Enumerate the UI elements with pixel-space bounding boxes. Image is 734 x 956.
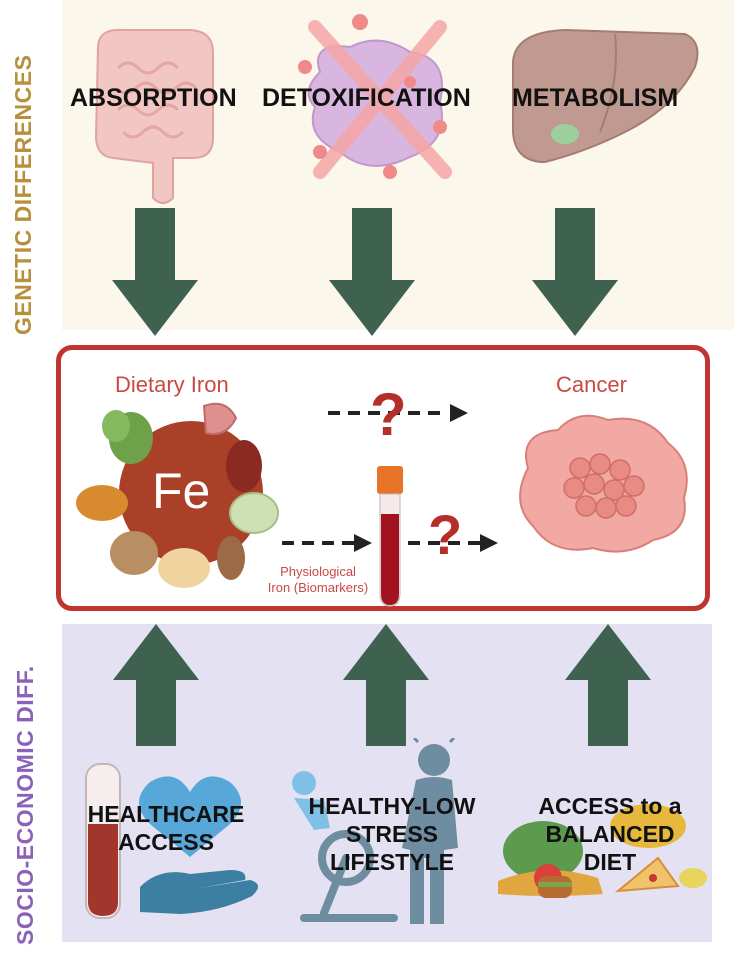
detoxification-label: DETOXIFICATION	[262, 84, 471, 112]
balanced-diet-label: ACCESS to a BALANCED DIET	[510, 792, 710, 876]
metabolism-label: METABOLISM	[512, 84, 679, 112]
lifestyle-line2: STRESS	[345, 821, 439, 848]
healthcare-access-label: HEALTHCARE ACCESS	[66, 800, 266, 856]
heart-in-hand-icon	[85, 763, 259, 919]
lower-question-mark: ?	[428, 503, 463, 566]
diet-line3: DIET	[583, 849, 637, 876]
tumor-icon	[519, 414, 688, 553]
fe-symbol: Fe	[152, 463, 211, 519]
diet-line1: ACCESS to a	[538, 793, 682, 819]
physiological-iron-label: Physiological Iron (Biomarkers)	[258, 564, 378, 597]
healthcare-line2: ACCESS	[118, 829, 214, 856]
blood-test-tube-icon	[377, 466, 403, 607]
cancer-label: Cancer	[556, 372, 627, 397]
mixed-food-icon	[498, 804, 707, 898]
diet-line2: BALANCED	[545, 821, 675, 848]
down-arrow-detoxification	[329, 208, 415, 336]
liver-icon	[512, 28, 699, 164]
upper-question-mark: ?	[370, 381, 407, 448]
intestine-icon	[94, 28, 214, 204]
upper-dashed-arrow	[328, 404, 468, 422]
physiological-iron-line1: Physiological	[280, 564, 356, 579]
lower-right-dashed-arrow	[408, 534, 498, 552]
absorption-label: ABSORPTION	[70, 84, 237, 112]
up-arrow-lifestyle	[343, 624, 429, 746]
down-arrow-absorption	[112, 208, 198, 336]
lower-left-dashed-arrow	[282, 534, 372, 552]
lifestyle-line1: HEALTHY-LOW	[308, 793, 476, 819]
up-arrow-healthcare	[113, 624, 199, 746]
genetic-differences-label: GENETIC DIFFERENCES	[10, 54, 36, 335]
exercise-stress-icon	[292, 738, 458, 924]
healthcare-line1: HEALTHCARE	[87, 801, 245, 827]
down-arrow-metabolism	[532, 208, 618, 336]
dietary-iron-foods-icon	[76, 402, 279, 588]
lifestyle-line3: LIFESTYLE	[330, 849, 454, 876]
physiological-iron-line2: Iron (Biomarkers)	[267, 580, 369, 596]
oxidative-stress-cell-icon	[298, 14, 452, 179]
dietary-iron-label: Dietary Iron	[115, 372, 229, 397]
socio-economic-label: SOCIO-ECONOMIC DIFF.	[12, 665, 38, 945]
up-arrow-diet	[565, 624, 651, 746]
lifestyle-label: HEALTHY-LOW STRESS LIFESTYLE	[282, 792, 502, 876]
